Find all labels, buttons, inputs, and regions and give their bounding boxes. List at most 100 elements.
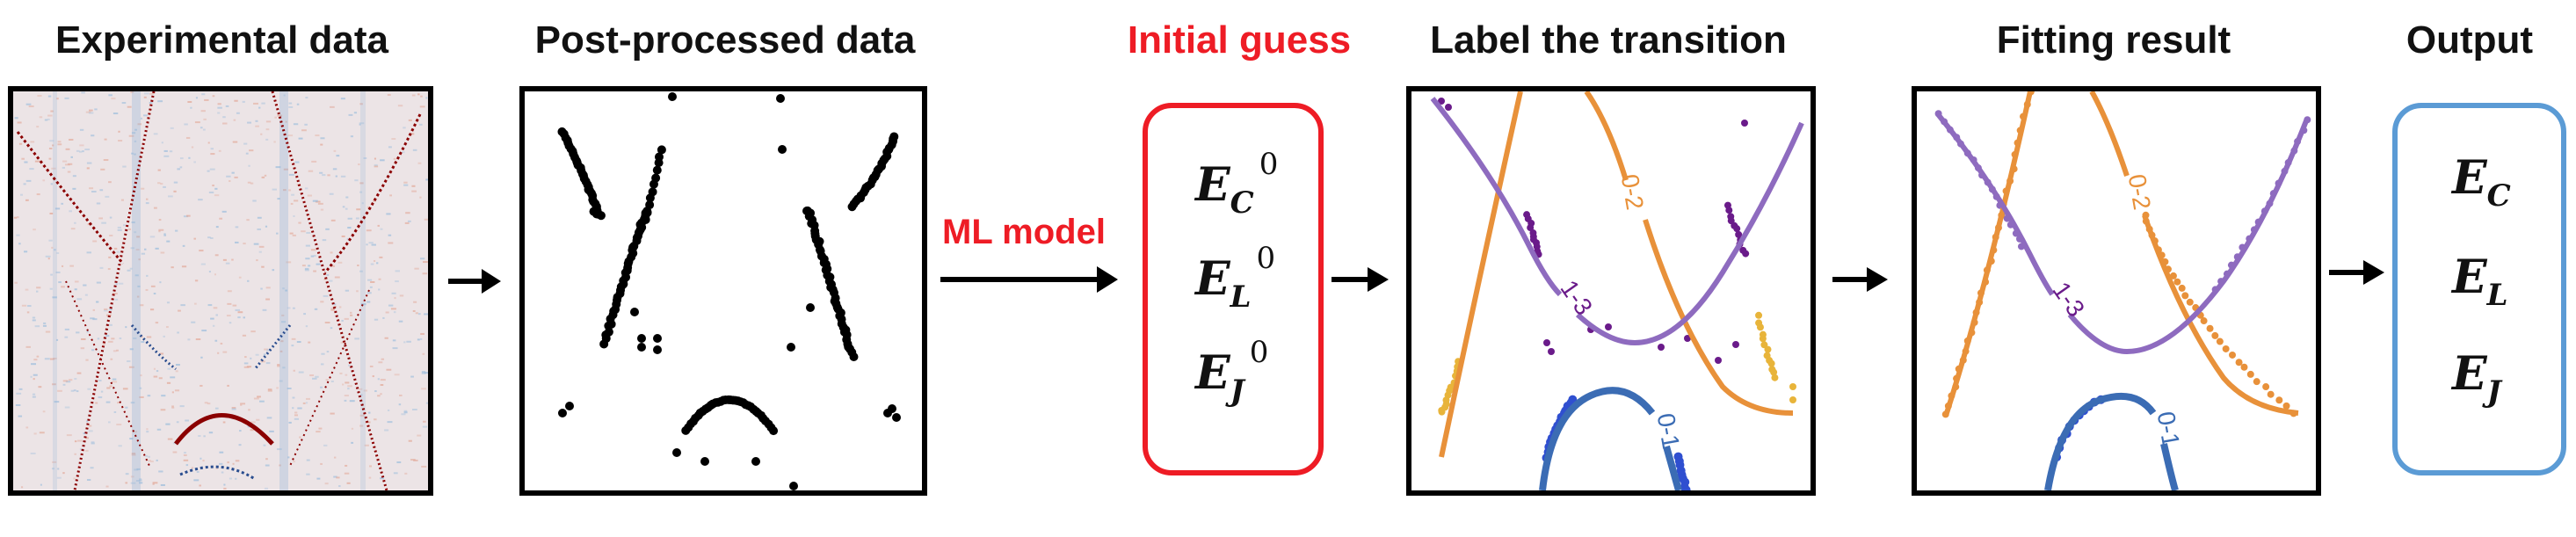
noise-speck: [326, 273, 330, 276]
noise-speck: [356, 290, 359, 293]
noise-speck: [167, 438, 173, 440]
noise-speck: [102, 343, 105, 345]
fit-dot-orange: [2275, 396, 2283, 404]
noise-speck: [360, 394, 363, 396]
noise-speck: [107, 268, 111, 271]
noise-speck: [225, 105, 229, 107]
noise-speck: [98, 396, 103, 399]
noise-speck: [423, 261, 428, 264]
noise-speck: [33, 378, 35, 381]
noise-speck: [414, 267, 419, 270]
noise-speck: [342, 383, 345, 386]
noise-speck: [116, 424, 122, 426]
noise-speck: [338, 306, 342, 308]
noise-speck: [399, 294, 404, 297]
noise-speck: [306, 397, 310, 400]
fit-dot-orange: [2240, 363, 2248, 371]
noise-speck: [287, 387, 292, 389]
noise-speck: [312, 377, 317, 380]
noise-speck: [55, 271, 61, 273]
lbl-dot-yellow: [1767, 359, 1775, 367]
noise-speck: [88, 430, 93, 432]
noise-speck: [76, 372, 82, 374]
noise-speck: [324, 483, 329, 485]
noise-speck: [215, 314, 218, 316]
noise-speck: [109, 308, 112, 311]
noise-speck: [186, 214, 191, 217]
noise-speck: [44, 119, 48, 121]
noise-speck: [385, 311, 389, 314]
noise-speck: [148, 460, 151, 462]
noise-speck: [422, 425, 428, 428]
noise-speck: [33, 359, 38, 361]
noise-speck: [181, 265, 187, 268]
noise-speck: [76, 331, 80, 334]
noise-speck: [18, 415, 23, 417]
noise-speck: [265, 298, 270, 301]
noise-speck: [364, 444, 369, 446]
noise-speck: [136, 295, 140, 298]
noise-speck: [234, 99, 238, 102]
noise-speck: [141, 336, 143, 338]
noise-speck: [30, 141, 35, 143]
noise-speck: [200, 127, 203, 129]
noise-speck: [139, 304, 144, 307]
noise-speck: [265, 458, 268, 461]
noise-speck: [72, 187, 76, 190]
noise-speck: [144, 248, 147, 250]
noise-speck: [330, 381, 334, 383]
noise-speck: [424, 313, 428, 316]
fit-label-0-2: 0-2: [2123, 172, 2157, 212]
noise-speck: [89, 187, 94, 190]
noise-speck: [312, 200, 318, 202]
noise-speck: [395, 270, 400, 272]
noise-speck: [264, 174, 267, 177]
noise-speck: [140, 374, 142, 377]
noise-speck: [226, 315, 231, 317]
noise-speck: [160, 251, 165, 254]
noise-speck: [258, 106, 261, 109]
noise-speck: [210, 237, 214, 240]
noise-speck: [425, 178, 428, 181]
noise-speck: [301, 129, 307, 132]
noise-speck: [199, 484, 201, 487]
noise-speck: [412, 409, 417, 411]
noise-speck: [306, 459, 310, 461]
noise-speck: [25, 288, 29, 291]
noise-speck: [333, 149, 337, 152]
noise-speck: [282, 287, 285, 290]
noise-speck: [388, 146, 392, 149]
noise-speck: [257, 216, 262, 219]
noise-speck: [39, 432, 45, 434]
noise-speck: [417, 162, 422, 164]
noise-speck: [420, 95, 423, 98]
noise-speck: [384, 337, 388, 339]
noise-speck: [358, 388, 363, 390]
noise-speck: [210, 148, 214, 150]
noise-speck: [217, 352, 220, 354]
noise-speck: [145, 202, 149, 205]
output-params: EC EL EJ: [2450, 151, 2511, 410]
noise-speck: [225, 262, 230, 265]
noise-speck: [275, 166, 281, 169]
noise-speck: [387, 93, 391, 96]
lbl-dot-yellow: [1759, 335, 1767, 343]
noise-speck: [274, 116, 277, 119]
noise-speck: [235, 460, 240, 462]
noise-speck: [397, 105, 403, 107]
exp-arc: [174, 413, 274, 446]
noise-speck: [64, 97, 69, 99]
noise-speck: [153, 367, 156, 370]
noise-speck: [57, 389, 62, 392]
noise-speck: [133, 337, 137, 339]
noise-speck: [50, 110, 54, 112]
noise-speck: [219, 451, 224, 454]
noise-speck: [73, 477, 76, 480]
noise-speck: [91, 440, 95, 443]
noise-speck: [399, 394, 403, 396]
noise-speck: [163, 149, 168, 152]
exp-line-left-steep: [73, 91, 156, 490]
noise-speck: [255, 125, 259, 127]
noise-speck: [315, 134, 320, 137]
noise-speck: [108, 181, 112, 184]
